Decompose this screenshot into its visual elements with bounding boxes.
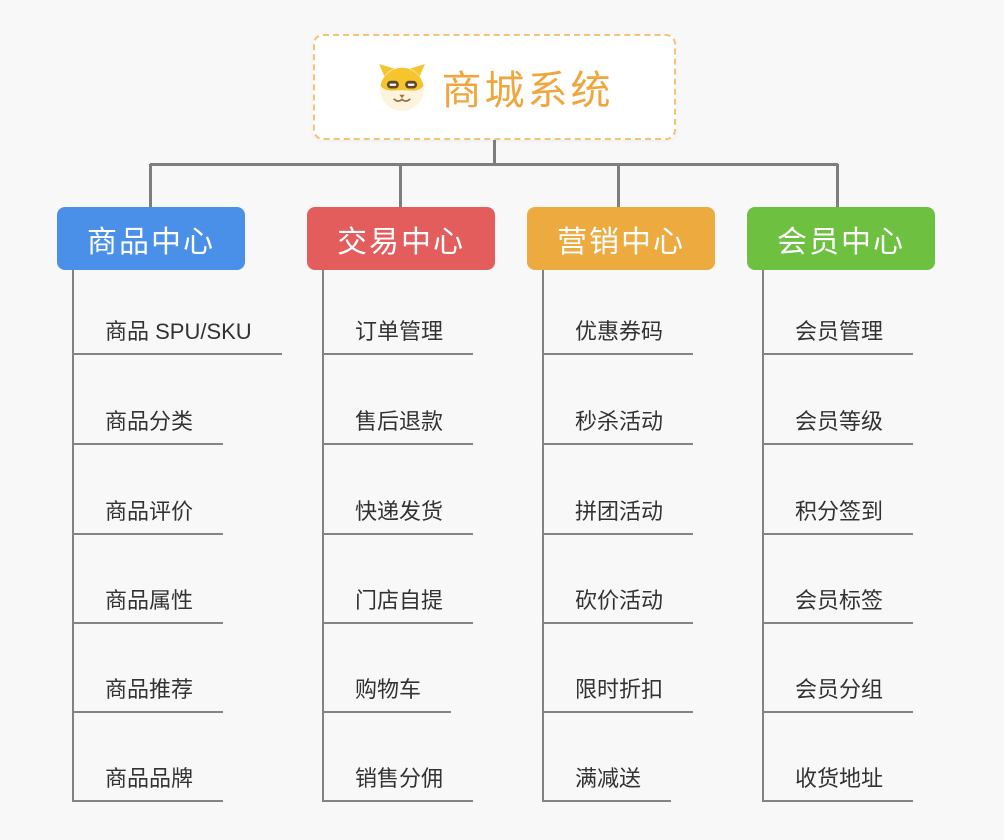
branch-marketing-center-header[interactable]: 营销中心 bbox=[527, 207, 715, 270]
connector-root-stem bbox=[493, 140, 496, 165]
leaf-topic[interactable]: 满减送 bbox=[542, 762, 672, 802]
leaf-topic[interactable]: 拼团活动 bbox=[542, 495, 694, 535]
connector-drop-products bbox=[149, 164, 152, 207]
leaf-topic[interactable]: 收货地址 bbox=[762, 762, 914, 802]
leaf-topic[interactable]: 优惠券码 bbox=[542, 315, 694, 355]
branch-member-center: 会员中心 会员管理 会员等级 积分签到 会员标签 会员分组 收货地址 bbox=[747, 207, 1004, 840]
connector-spine bbox=[72, 270, 74, 800]
branch-marketing-center: 营销中心 优惠券码 秒杀活动 拼团活动 砍价活动 限时折扣 满减送 bbox=[527, 207, 787, 840]
dog-face-icon bbox=[378, 64, 425, 111]
leaf-topic[interactable]: 快递发货 bbox=[322, 495, 474, 535]
leaf-topic[interactable]: 秒杀活动 bbox=[542, 405, 694, 445]
connector-drop-trade bbox=[399, 164, 402, 207]
leaf-topic[interactable]: 商品品牌 bbox=[72, 762, 224, 802]
leaf-topic[interactable]: 商品分类 bbox=[72, 405, 224, 445]
leaf-topic[interactable]: 门店自提 bbox=[322, 584, 474, 624]
leaf-topic[interactable]: 销售分佣 bbox=[322, 762, 474, 802]
connector-spine bbox=[322, 270, 324, 800]
branch-trade-center: 交易中心 订单管理 售后退款 快递发货 门店自提 购物车 销售分佣 bbox=[307, 207, 567, 840]
branch-trade-center-header[interactable]: 交易中心 bbox=[307, 207, 495, 270]
connector-spine bbox=[762, 270, 764, 800]
leaf-topic[interactable]: 会员分组 bbox=[762, 673, 914, 713]
leaf-topic[interactable]: 会员等级 bbox=[762, 405, 914, 445]
connector-spine bbox=[542, 270, 544, 800]
branch-member-center-header[interactable]: 会员中心 bbox=[747, 207, 935, 270]
leaf-topic[interactable]: 商品评价 bbox=[72, 495, 224, 535]
leaf-topic[interactable]: 商品属性 bbox=[72, 584, 224, 624]
branch-product-center-header[interactable]: 商品中心 bbox=[57, 207, 245, 270]
root-topic[interactable]: 商城系统 bbox=[313, 34, 676, 140]
connector-horizontal-bus bbox=[150, 163, 838, 166]
leaf-topic[interactable]: 会员标签 bbox=[762, 584, 914, 624]
connector-drop-marketing bbox=[617, 164, 620, 207]
branch-product-center: 商品中心 商品 SPU/SKU 商品分类 商品评价 商品属性 商品推荐 商品品牌 bbox=[57, 207, 317, 840]
leaf-topic[interactable]: 商品 SPU/SKU bbox=[72, 315, 282, 355]
leaf-topic[interactable]: 售后退款 bbox=[322, 405, 474, 445]
leaf-topic[interactable]: 会员管理 bbox=[762, 315, 914, 355]
leaf-topic[interactable]: 积分签到 bbox=[762, 495, 914, 535]
leaf-topic[interactable]: 商品推荐 bbox=[72, 673, 224, 713]
connector-drop-members bbox=[836, 164, 839, 207]
leaf-topic[interactable]: 订单管理 bbox=[322, 315, 474, 355]
leaf-topic[interactable]: 限时折扣 bbox=[542, 673, 694, 713]
root-topic-label: 商城系统 bbox=[441, 69, 614, 113]
leaf-topic[interactable]: 购物车 bbox=[322, 673, 452, 713]
leaf-topic[interactable]: 砍价活动 bbox=[542, 584, 694, 624]
